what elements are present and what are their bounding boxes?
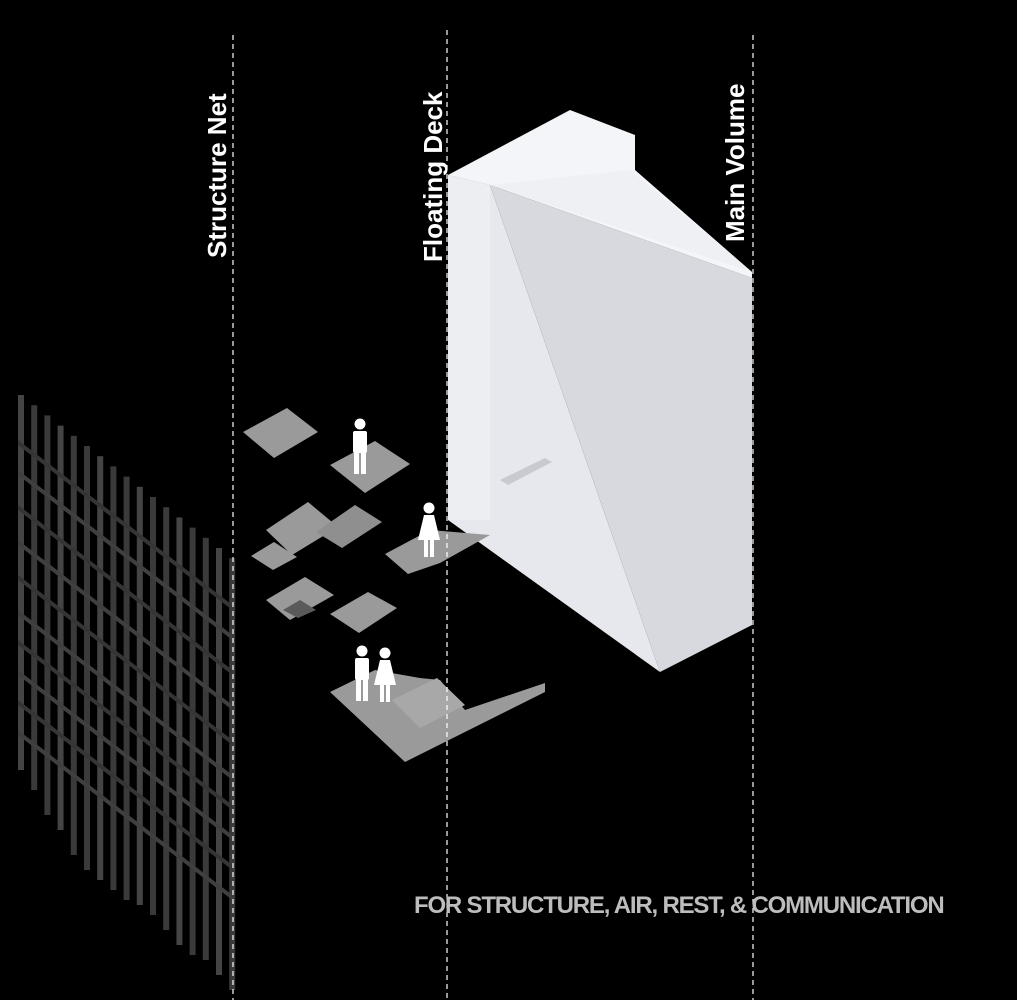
structure-net-rail <box>18 575 232 745</box>
deck-plate <box>266 577 334 620</box>
main-volume-front-face <box>448 175 660 672</box>
deck-plate <box>243 408 318 458</box>
structure-net-post <box>150 497 156 915</box>
structure-net-post <box>202 537 209 960</box>
deck-plate <box>330 592 397 633</box>
structure-net-rail <box>18 730 232 900</box>
man-figure-icon <box>353 418 367 474</box>
woman-figure-icon <box>418 502 440 557</box>
structure-net-rail <box>18 610 232 780</box>
structure-net-rail <box>18 540 232 710</box>
woman-figure-icon <box>374 647 396 702</box>
structure-net-rail <box>18 440 232 610</box>
main-volume-shadow-slot <box>500 458 552 485</box>
main-volume <box>448 110 752 672</box>
structure-net-rail <box>18 640 232 810</box>
structure-net-rail <box>18 700 232 870</box>
main-volume-inner-face <box>448 175 490 520</box>
structure-net-post <box>110 466 117 890</box>
deck-plate <box>330 441 410 493</box>
structure-net-post <box>123 476 130 900</box>
floating-deck-label: Floating Deck <box>418 91 448 262</box>
structure-net-post <box>57 425 64 830</box>
structure-net <box>18 395 236 990</box>
main-volume-side-face <box>490 185 752 672</box>
diagram-caption: FOR STRUCTURE, AIR, REST, & COMMUNICATIO… <box>414 892 945 919</box>
main-volume-label: Main Volume <box>720 83 750 242</box>
man-figure-icon <box>355 645 369 701</box>
main-volume-step <box>490 170 752 272</box>
deck-plate <box>251 542 297 570</box>
structure-net-post <box>44 415 51 815</box>
structure-net-post <box>84 446 90 870</box>
structure-net-post <box>70 435 77 855</box>
structure-net-rail <box>18 470 232 640</box>
deck-plate <box>385 530 490 574</box>
structure-net-post <box>18 395 24 770</box>
deck-plate-cutout <box>283 600 316 618</box>
structure-net-post <box>97 456 104 880</box>
structure-net-post <box>163 507 170 930</box>
structure-net-post <box>136 486 143 905</box>
structure-net-post <box>216 548 222 975</box>
structure-net-rail <box>18 505 232 675</box>
structure-net-post <box>31 405 38 790</box>
structure-net-rail <box>18 670 232 840</box>
structure-net-post <box>176 517 183 945</box>
structure-net-label: Structure Net <box>202 93 232 258</box>
deck-plate <box>266 502 338 555</box>
structure-net-post <box>189 527 196 955</box>
structure-net-post <box>229 558 236 990</box>
deck-plate <box>316 505 382 548</box>
